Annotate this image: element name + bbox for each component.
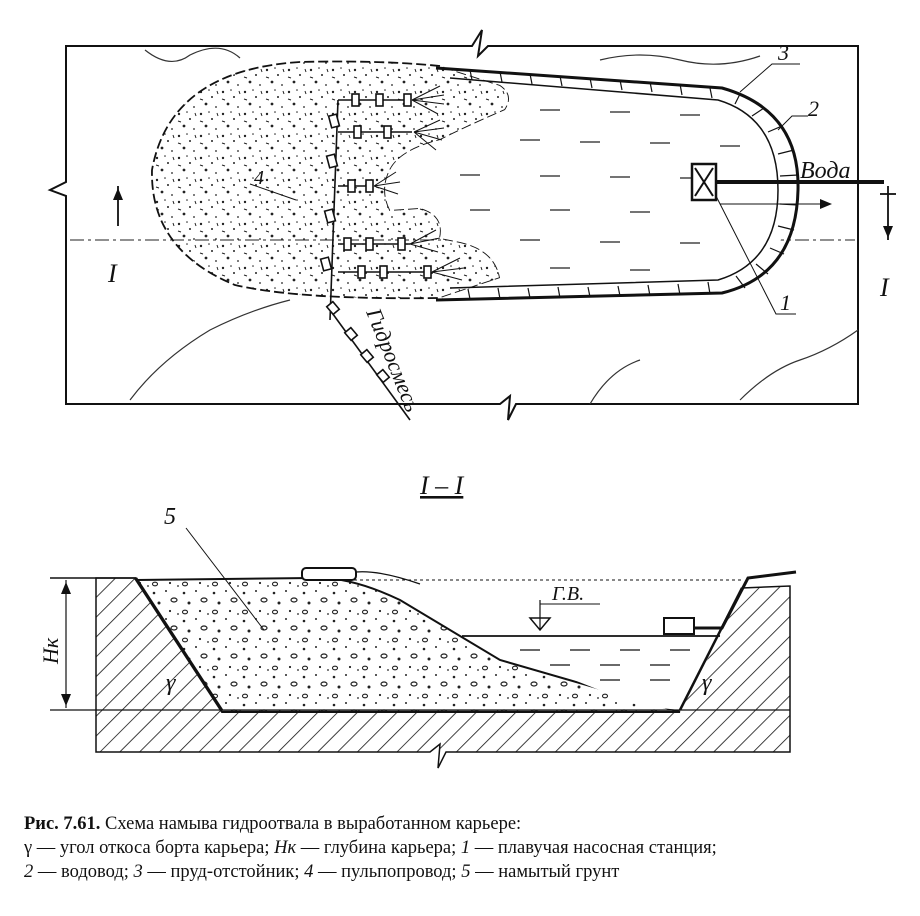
crest-pipe-machine — [301, 567, 357, 581]
pond-water-section — [462, 636, 720, 710]
caption-figure-number: Рис. 7.61. — [24, 814, 101, 834]
settling-pond — [385, 66, 790, 298]
plan-frame — [47, 29, 859, 421]
label-2: 2 — [808, 96, 819, 121]
floating-pump-icon — [663, 617, 695, 635]
label-5: 5 — [164, 504, 176, 530]
label-gamma-right: γ — [702, 670, 712, 696]
caption-legend-1-number: 1 — [460, 838, 471, 858]
leader-3 — [739, 63, 800, 93]
spray-fans — [373, 85, 465, 281]
caption-row-1: Рис. 7.61. Схема намыва гидроотвала в вы… — [24, 812, 908, 836]
caption-legend-3-number: 3 — [133, 862, 143, 882]
caption-legend-hk-symbol: Hк — [274, 838, 297, 858]
label-section-left: I — [107, 259, 118, 288]
label-1: 1 — [780, 290, 791, 315]
label-4: 4 — [254, 167, 264, 189]
pulp-pipelines — [319, 93, 432, 421]
water-pipe-section — [694, 570, 797, 630]
terrain-line — [589, 359, 641, 405]
terrain-line — [144, 47, 241, 62]
caption-row-3: 2 — водовод; 3 — пруд-отстойник; 4 — пул… — [24, 860, 908, 884]
pond-dam — [435, 66, 800, 302]
terrain-line — [599, 54, 761, 65]
caption-legend-gamma: γ — угол откоса борта карьера; — [24, 838, 270, 858]
caption-legend-2: — водовод; — [37, 862, 129, 882]
label-gamma-left: γ — [166, 670, 176, 696]
figure-caption: Рис. 7.61. Схема намыва гидроотвала в вы… — [24, 812, 908, 884]
pond-dam-inner — [449, 77, 779, 289]
caption-row-2: γ — угол откоса борта карьера; Hк — глуб… — [24, 836, 908, 860]
caption-legend-hk: — глубина карьера; — [300, 838, 457, 858]
label-water: Вода — [800, 158, 850, 184]
section-marker-left — [113, 186, 123, 226]
label-water-level: Г.В. — [551, 583, 584, 605]
caption-legend-4: — пульпопровод; — [318, 862, 457, 882]
leader-2 — [777, 115, 808, 131]
caption-legend-4-number: 4 — [304, 862, 314, 882]
caption-title: Схема намыва гидроотвала в выработанном … — [105, 814, 522, 834]
diagram-canvas: 3 2 1 4 Вода Гидросмесь I I I – I — [38, 29, 896, 769]
section-view: I – I — [38, 471, 797, 769]
flow-arrow — [820, 199, 832, 209]
label-section-right: I — [879, 273, 890, 302]
terrain-line — [129, 299, 291, 401]
label-depth: Hк — [38, 637, 63, 665]
plan-view: 3 2 1 4 Вода Гидросмесь I I — [47, 29, 896, 421]
water-dashes-section — [520, 649, 690, 681]
caption-legend-3: — пруд-отстойник; — [147, 862, 300, 882]
pond-water-dashes — [460, 109, 740, 271]
caption-legend-5: — намытый грунт — [475, 862, 620, 882]
terrain-line — [739, 329, 859, 401]
leader-5 — [185, 527, 265, 631]
leader-1 — [715, 195, 796, 315]
pond-dam-ticks — [467, 69, 799, 300]
section-title: I – I — [419, 471, 465, 500]
caption-legend-2-number: 2 — [24, 862, 34, 882]
caption-legend-1: — плавучая насосная станция; — [474, 838, 717, 858]
leader-4 — [249, 183, 297, 201]
label-3: 3 — [777, 40, 789, 65]
section-marker-right — [880, 186, 896, 240]
caption-legend-5-number: 5 — [461, 862, 471, 882]
